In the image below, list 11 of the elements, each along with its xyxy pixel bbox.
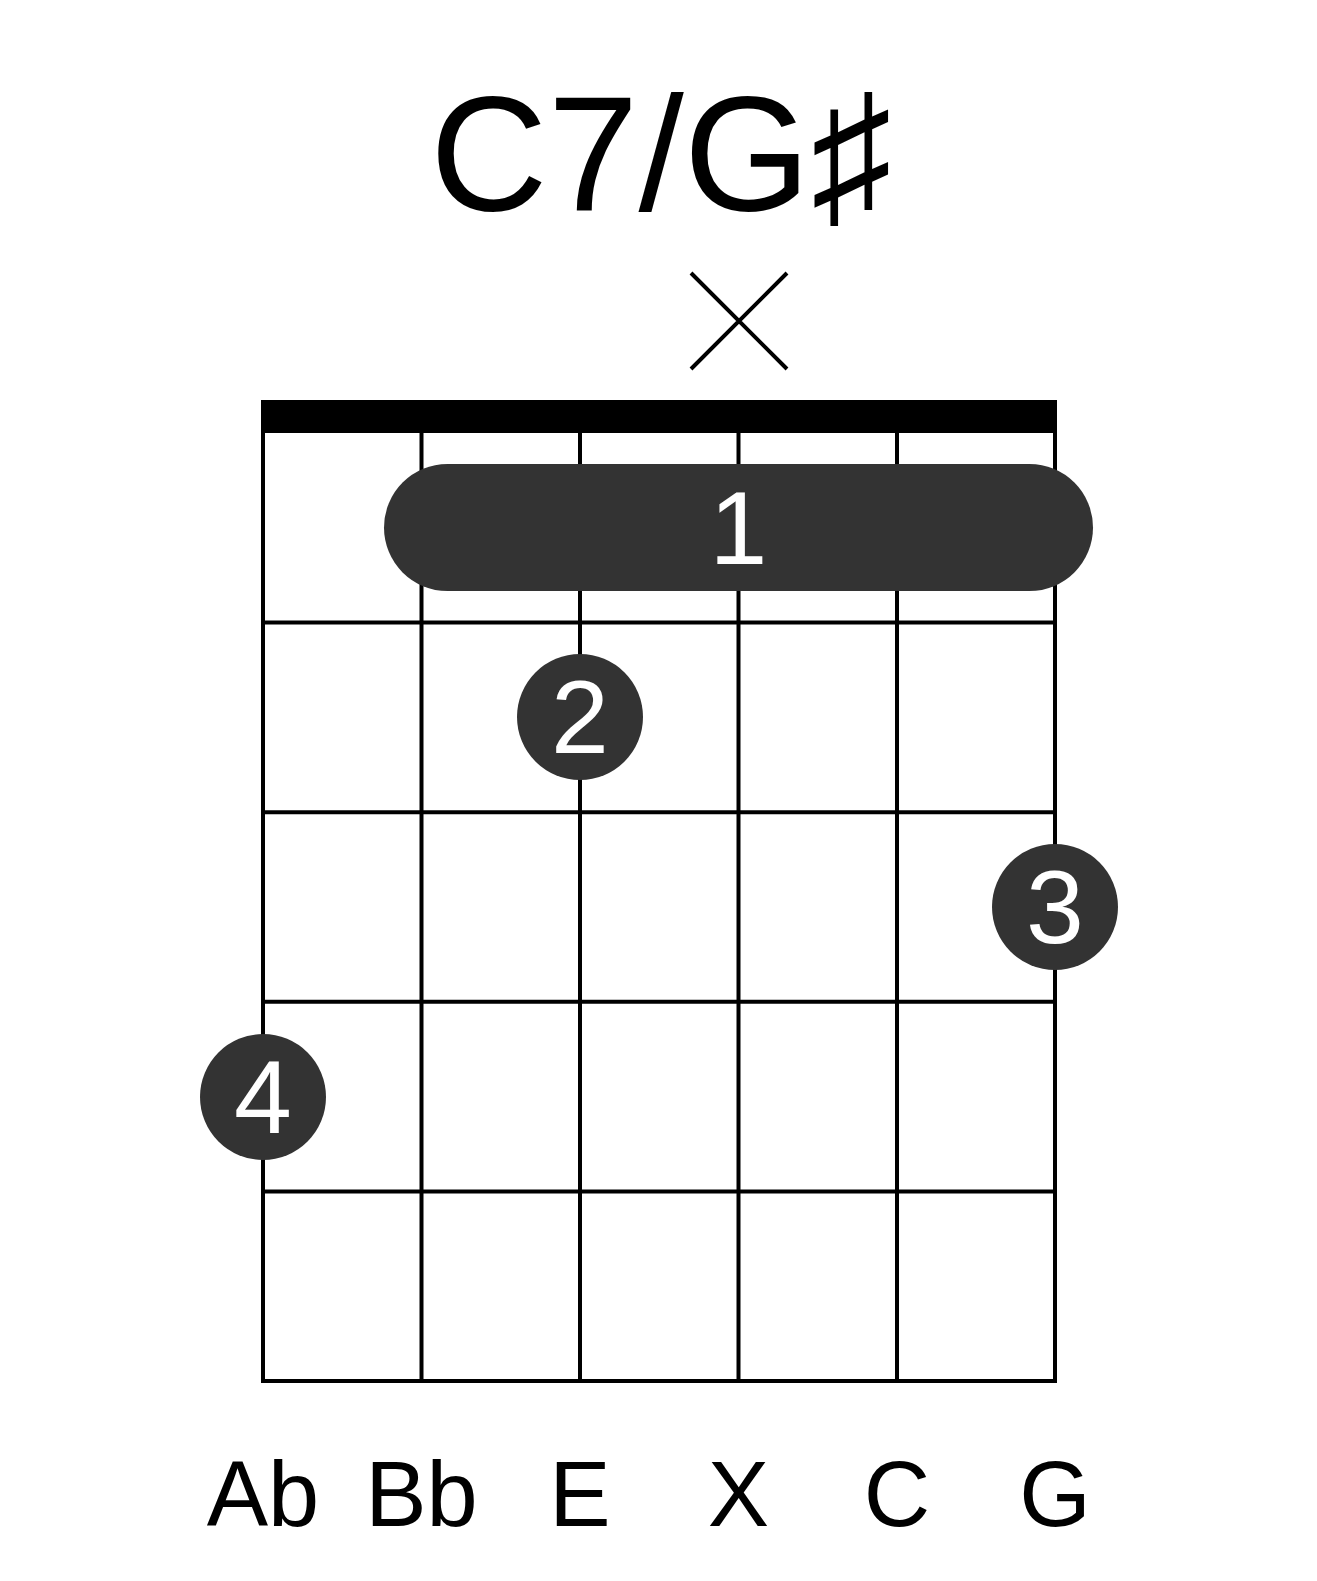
string-note-label: Ab — [205, 1448, 321, 1540]
chord-title: C7/G♯ — [429, 72, 893, 235]
string-note-label: E — [548, 1448, 612, 1540]
string-note-label: G — [1018, 1448, 1092, 1540]
finger-number: 1 — [709, 475, 768, 580]
finger-number: 2 — [551, 665, 609, 770]
finger-number: 4 — [234, 1044, 292, 1149]
string-note-label: C — [862, 1448, 932, 1540]
finger-number: 3 — [1026, 855, 1084, 959]
string-note-label: Bb — [364, 1448, 479, 1540]
string-note-label: X — [706, 1448, 771, 1540]
